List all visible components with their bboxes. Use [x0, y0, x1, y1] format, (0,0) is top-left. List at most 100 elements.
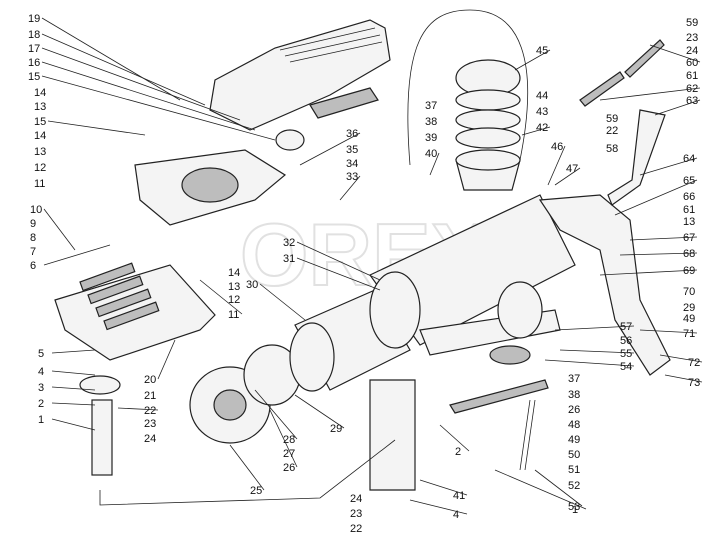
housing-end — [369, 271, 421, 349]
cover-panel — [209, 19, 391, 131]
rod-60 — [624, 39, 665, 78]
callout-5: 5 — [38, 348, 44, 360]
leader-line — [559, 349, 635, 354]
callout-30: 30 — [246, 279, 258, 291]
gasket-c — [455, 127, 521, 149]
callout-65: 65 — [683, 175, 695, 187]
leader-line — [259, 283, 306, 321]
callout-32: 32 — [283, 237, 295, 249]
cyclone-tubes — [79, 262, 160, 331]
callout-17: 17 — [28, 43, 40, 55]
hose-strap — [407, 9, 529, 166]
callout-11: 11 — [34, 178, 45, 190]
leader-line — [41, 75, 276, 141]
callout-38: 38 — [568, 389, 580, 401]
callout-55: 55 — [620, 348, 632, 360]
leader-line — [199, 279, 243, 315]
rod-62 — [579, 71, 625, 107]
callout-8: 8 — [30, 232, 36, 244]
callout-72: 72 — [688, 357, 700, 369]
callout-41: 41 — [453, 490, 465, 502]
callout-4: 4 — [38, 366, 44, 378]
leader-line — [43, 208, 76, 251]
leader-line — [639, 329, 698, 334]
callout-23: 23 — [350, 508, 362, 520]
leader-line — [554, 325, 635, 331]
grommet-part — [275, 129, 305, 151]
callout-22: 22 — [606, 125, 618, 137]
callout-20: 20 — [144, 374, 156, 386]
callout-1: 1 — [572, 504, 578, 516]
callout-56: 56 — [620, 335, 632, 347]
rod-part — [309, 87, 379, 119]
leader-line — [157, 339, 176, 380]
leader-line — [619, 252, 698, 256]
callout-40: 40 — [425, 148, 437, 160]
callout-6: 6 — [30, 260, 36, 272]
leader-line — [547, 145, 566, 186]
leader-line — [554, 167, 581, 186]
callout-14: 14 — [34, 130, 46, 142]
leader-line — [117, 407, 159, 411]
callout-12: 12 — [34, 162, 46, 174]
leader-line — [409, 499, 468, 515]
leader-line — [659, 354, 703, 363]
leader-line — [41, 47, 241, 121]
callout-54: 54 — [620, 361, 632, 373]
tee-fitting — [497, 281, 543, 339]
callout-26: 26 — [283, 462, 295, 474]
callout-37: 37 — [568, 373, 580, 385]
callout-69: 69 — [683, 265, 695, 277]
tension-spring — [519, 399, 536, 471]
callout-47: 47 — [566, 163, 578, 175]
leader-line — [639, 157, 698, 176]
callout-31: 31 — [283, 253, 295, 265]
leader-line — [419, 479, 468, 496]
callout-51: 51 — [568, 464, 580, 476]
callout-67: 67 — [683, 232, 695, 244]
callout-16: 16 — [28, 57, 40, 69]
leader-line — [43, 244, 111, 266]
callout-38: 38 — [425, 116, 437, 128]
leader-line — [544, 359, 635, 367]
callout-18: 18 — [28, 29, 40, 41]
callout-34: 34 — [346, 158, 358, 170]
leader-line — [51, 402, 96, 406]
leader-line — [229, 444, 265, 491]
callout-58: 58 — [606, 143, 618, 155]
callout-2: 2 — [455, 446, 461, 458]
callout-22: 22 — [350, 523, 362, 535]
callout-24: 24 — [686, 45, 698, 57]
leader-line — [47, 120, 146, 136]
rubber-seal — [489, 345, 531, 365]
callout-24: 24 — [144, 433, 156, 445]
leader-line — [254, 389, 298, 440]
callout-23: 23 — [144, 418, 156, 430]
callout-28: 28 — [283, 434, 295, 446]
callout-73: 73 — [688, 377, 700, 389]
callout-49: 49 — [568, 434, 580, 446]
callout-10: 10 — [30, 204, 42, 216]
callout-14: 14 — [34, 87, 46, 99]
leader-line — [439, 424, 470, 452]
leader-line — [599, 269, 698, 276]
callout-3: 3 — [38, 382, 44, 394]
leader-line — [51, 370, 96, 376]
callout-13: 13 — [34, 146, 46, 158]
callout-49: 49 — [683, 313, 695, 325]
callout-36: 36 — [346, 128, 358, 140]
callout-12: 12 — [228, 294, 240, 306]
callout-leaders — [41, 17, 703, 515]
callout-29: 29 — [330, 423, 342, 435]
clamp-rod — [449, 379, 549, 414]
dust-boot — [369, 379, 416, 491]
leader-line — [41, 33, 206, 106]
leader-line — [614, 179, 698, 216]
leader-line — [294, 394, 345, 429]
callout-48: 48 — [568, 419, 580, 431]
callout-39: 39 — [425, 132, 437, 144]
callout-24: 24 — [350, 493, 362, 505]
callout-59: 59 — [606, 113, 618, 125]
callout-61: 61 — [686, 70, 698, 82]
